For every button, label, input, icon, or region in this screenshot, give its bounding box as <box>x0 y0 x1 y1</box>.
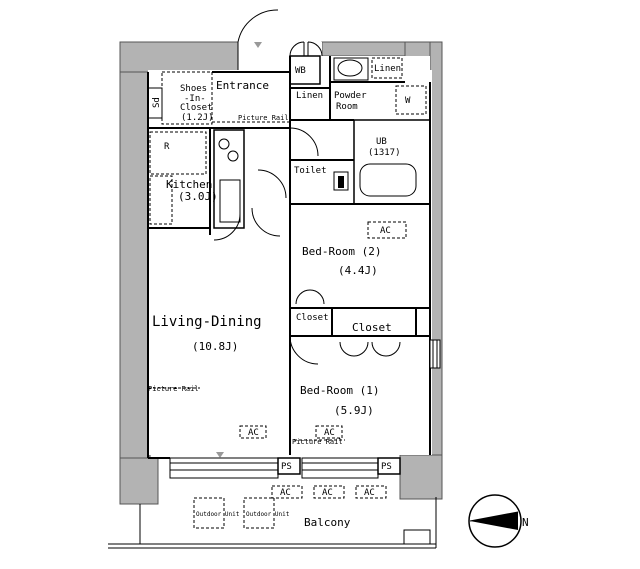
label-ps-right: PS <box>381 462 392 472</box>
label-washer: W <box>405 96 411 106</box>
label-kitchen-size: (3.0J) <box>178 190 218 203</box>
label-bedroom-1-size: (5.9J) <box>334 404 374 417</box>
label-ac-outdoor-3: AC <box>364 488 375 498</box>
label-refrigerator: R <box>164 142 170 152</box>
label-outdoor-unit-1: Outdoor Unit <box>196 511 240 518</box>
label-shoe-closet: Shoes <box>180 84 207 94</box>
label-ac-bed1: AC <box>324 428 335 438</box>
door-swings <box>213 127 319 365</box>
label-picture-rail-top: Picture Rail <box>238 114 289 122</box>
label-shoe-closet-3: Closet <box>180 103 213 113</box>
label-picture-rail-living: Picture Rail <box>148 385 199 393</box>
label-ac-bed2: AC <box>380 226 391 236</box>
interior-walls <box>147 55 431 459</box>
closet-doors <box>295 289 401 357</box>
label-shoe-closet-2: -In- <box>184 94 206 104</box>
washer <box>395 85 427 115</box>
balcony-area <box>108 485 437 549</box>
compass <box>468 494 522 548</box>
toilet-fixture <box>333 171 349 191</box>
refrigerator <box>149 131 207 175</box>
bathtub <box>359 163 417 197</box>
label-powder-room-2: Room <box>336 102 358 112</box>
label-linen-small: Linen <box>296 91 323 101</box>
label-bedroom-1: Bed-Room (1) <box>300 384 379 397</box>
label-bedroom-2-size: (4.4J) <box>338 264 378 277</box>
label-balcony: Balcony <box>304 516 351 529</box>
label-entrance: Entrance <box>216 79 269 92</box>
label-living-dining: Living-Dining <box>152 314 262 330</box>
label-ub: UB <box>376 137 387 147</box>
window-sash <box>169 457 379 479</box>
label-ac-outdoor-1: AC <box>280 488 291 498</box>
label-sd: Sd <box>152 97 162 108</box>
label-ac-living: AC <box>248 428 259 438</box>
label-compass-n: N <box>522 516 529 529</box>
washbasin <box>337 59 363 77</box>
label-bedroom-2: Bed-Room (2) <box>302 245 381 258</box>
label-ub-size: (1317) <box>368 148 401 158</box>
label-linen: Linen <box>374 64 401 74</box>
label-toilet: Toilet <box>294 166 327 176</box>
label-ps-left: PS <box>281 462 292 472</box>
label-wb: WB <box>295 66 306 76</box>
label-closet-small: Closet <box>296 313 329 323</box>
label-powder-room: Powder <box>334 91 367 101</box>
wb-doors <box>289 41 323 57</box>
entrance-door <box>237 9 279 70</box>
label-kitchen: Kitchen <box>166 178 212 191</box>
label-closet: Closet <box>352 321 392 334</box>
label-picture-rail-bed1: Picture Rail <box>292 438 343 446</box>
label-shoe-closet-size: (1.2J) <box>181 113 214 123</box>
label-ac-outdoor-2: AC <box>322 488 333 498</box>
label-living-size: (10.8J) <box>192 340 238 353</box>
label-outdoor-unit-2: Outdoor Unit <box>246 511 290 518</box>
kitchen-sink <box>219 179 241 223</box>
